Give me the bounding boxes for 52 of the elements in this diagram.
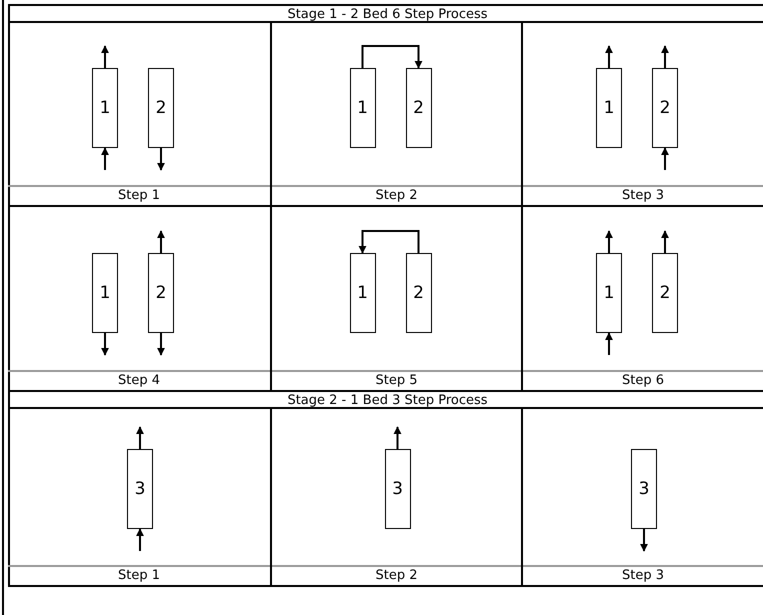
flow-arrow bbox=[362, 45, 422, 69]
bed-column: 1 bbox=[596, 68, 622, 148]
flow-arrow bbox=[605, 230, 613, 253]
flow-arrow bbox=[605, 45, 613, 68]
step-label: Step 2 bbox=[272, 185, 521, 205]
bed-column: 1 bbox=[596, 253, 622, 333]
flow-arrow bbox=[157, 148, 165, 171]
flow-arrow bbox=[661, 147, 669, 170]
step-panel bbox=[272, 206, 523, 392]
step-panel bbox=[272, 407, 523, 587]
step-label: Step 4 bbox=[8, 370, 270, 390]
flow-arrow bbox=[661, 45, 669, 68]
flow-arrow bbox=[640, 529, 648, 552]
step-panel bbox=[8, 407, 272, 587]
step-panel bbox=[272, 21, 523, 207]
flow-arrow bbox=[157, 333, 165, 356]
bed-column: 3 bbox=[127, 449, 153, 529]
bed-column: 3 bbox=[631, 449, 657, 529]
flow-arrow bbox=[661, 230, 669, 253]
flow-arrow bbox=[136, 528, 144, 551]
bed-column: 1 bbox=[350, 253, 376, 333]
flow-arrow bbox=[358, 230, 420, 254]
flow-arrow bbox=[101, 333, 109, 356]
flow-arrow bbox=[136, 426, 144, 449]
step-label: Step 1 bbox=[8, 565, 270, 585]
flow-arrow bbox=[157, 230, 165, 253]
stage-heading: Stage 2 - 1 Bed 3 Step Process bbox=[10, 392, 763, 409]
stage-panel bbox=[8, 390, 763, 587]
step-label: Step 3 bbox=[523, 185, 763, 205]
step-label: Step 3 bbox=[523, 565, 763, 585]
step-label: Step 2 bbox=[272, 565, 521, 585]
bed-column: 1 bbox=[92, 68, 118, 148]
bed-column: 2 bbox=[406, 68, 432, 148]
bed-column: 2 bbox=[652, 253, 678, 333]
step-label: Step 6 bbox=[523, 370, 763, 390]
bed-column: 3 bbox=[384, 449, 410, 529]
step-panel bbox=[8, 206, 272, 392]
stage-panel bbox=[8, 4, 763, 392]
step-label: Step 1 bbox=[8, 185, 270, 205]
flow-arrow bbox=[101, 45, 109, 68]
bed-column: 2 bbox=[406, 253, 432, 333]
stage-heading: Stage 1 - 2 Bed 6 Step Process bbox=[10, 6, 763, 23]
step-label: Step 5 bbox=[272, 370, 521, 390]
flow-arrow bbox=[394, 426, 402, 449]
bed-column: 2 bbox=[148, 253, 174, 333]
step-panel bbox=[8, 21, 272, 207]
flow-arrow bbox=[101, 147, 109, 170]
bed-column: 2 bbox=[652, 68, 678, 148]
bed-column: 1 bbox=[92, 253, 118, 333]
flow-arrow bbox=[605, 332, 613, 355]
bed-column: 2 bbox=[148, 68, 174, 148]
bed-column: 1 bbox=[350, 68, 376, 148]
